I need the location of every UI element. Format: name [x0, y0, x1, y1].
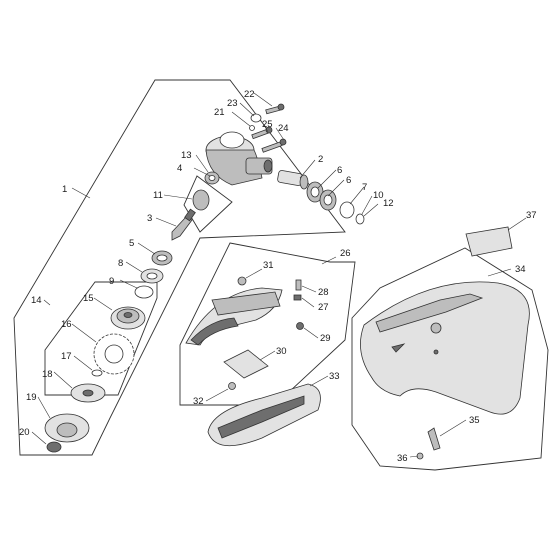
bearing-5 — [151, 250, 173, 266]
screw-24 — [261, 138, 287, 153]
label-17: 17 — [61, 351, 72, 362]
label-8: 8 — [118, 258, 123, 269]
clip-9 — [134, 285, 154, 299]
gear-11 — [192, 189, 210, 211]
label-6b: 6 — [346, 175, 351, 186]
label-28: 28 — [318, 287, 329, 298]
label-36: 36 — [397, 453, 408, 464]
label-27: 27 — [318, 302, 329, 313]
leader-lines — [31, 92, 527, 458]
label-30: 30 — [276, 346, 287, 357]
sheet-37 — [465, 226, 513, 257]
label-10: 10 — [373, 190, 384, 201]
guard-shape — [185, 287, 283, 346]
label-22: 22 — [244, 89, 255, 100]
part-labels: 1 2 3 4 5 6 6 7 8 9 10 11 12 13 14 15 16… — [19, 89, 537, 464]
label-15: 15 — [83, 293, 94, 304]
bearing-b — [319, 189, 337, 211]
spring-plate — [93, 333, 135, 375]
label-37: 37 — [526, 210, 537, 221]
guard-assembly-outline — [179, 242, 356, 406]
plate-30 — [223, 349, 269, 379]
label-6a: 6 — [337, 165, 342, 176]
label-11: 11 — [153, 190, 163, 201]
label-26: 26 — [340, 248, 351, 259]
lower-guard — [207, 383, 321, 447]
small-washer — [91, 369, 103, 377]
label-5: 5 — [129, 238, 134, 249]
cover-shape — [360, 281, 530, 415]
bearing-13 — [204, 171, 220, 185]
label-2: 2 — [318, 154, 323, 165]
spool-subgroup-outline — [44, 281, 158, 396]
label-25: 25 — [262, 119, 273, 130]
washer-8 — [140, 268, 164, 284]
spindle — [171, 208, 196, 241]
spool — [110, 306, 146, 330]
gearbox-housing — [205, 131, 273, 186]
screw-31 — [237, 276, 247, 286]
label-7: 7 — [362, 182, 367, 193]
label-33: 33 — [329, 371, 340, 382]
screw-25 — [251, 126, 273, 140]
washer-18 — [70, 383, 106, 403]
screw-32 — [228, 382, 236, 390]
cover-assembly-outline — [351, 247, 549, 471]
label-14: 14 — [31, 295, 42, 306]
label-29: 29 — [320, 333, 331, 344]
label-31: 31 — [263, 260, 274, 271]
label-4: 4 — [177, 163, 182, 174]
label-12: 12 — [383, 198, 394, 209]
nut-27 — [293, 294, 302, 301]
label-35: 35 — [469, 415, 480, 426]
ring-21 — [249, 125, 255, 131]
label-9: 9 — [109, 276, 114, 287]
label-16: 16 — [61, 319, 72, 330]
head-cover — [44, 413, 90, 443]
label-23: 23 — [227, 98, 238, 109]
label-19: 19 — [26, 392, 37, 403]
gear-subgroup-outline — [183, 175, 233, 233]
label-34: 34 — [515, 264, 526, 275]
bolt-28 — [295, 279, 302, 291]
nut-29 — [296, 322, 304, 330]
label-20: 20 — [19, 427, 30, 438]
circlip — [339, 201, 355, 219]
label-13: 13 — [181, 150, 192, 161]
label-1: 1 — [62, 184, 67, 195]
bolt-22 — [265, 103, 285, 115]
label-21: 21 — [214, 107, 225, 118]
shaft-part — [277, 170, 309, 190]
small-ring — [355, 213, 365, 225]
clip-35 — [427, 427, 441, 451]
label-18: 18 — [42, 369, 53, 380]
nut — [46, 441, 62, 453]
washer-23 — [250, 113, 262, 123]
label-24: 24 — [278, 123, 289, 134]
label-32: 32 — [193, 396, 204, 407]
label-3: 3 — [147, 213, 152, 224]
